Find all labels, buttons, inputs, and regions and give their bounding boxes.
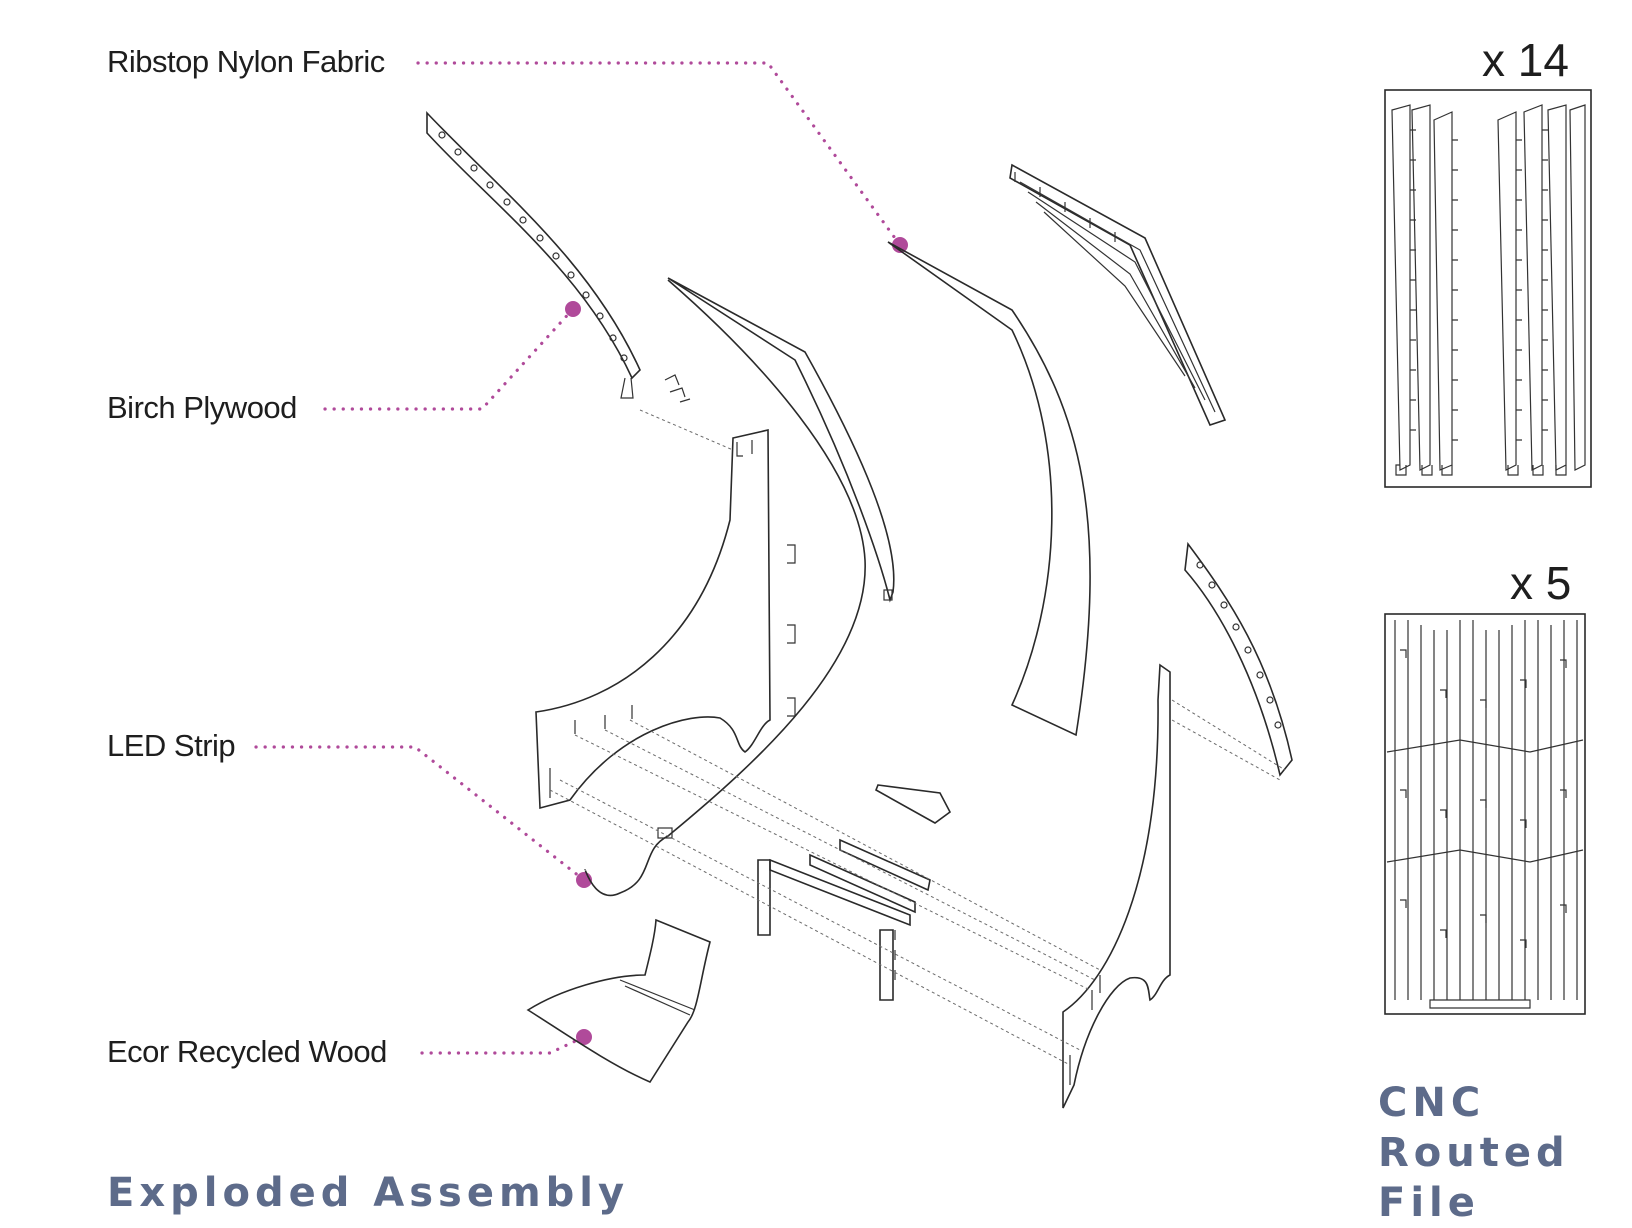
title-cnc-line3: File [1378,1180,1480,1226]
sheet-count-top: x 14 [1482,34,1569,86]
led-strip-cable [584,279,893,897]
title-cnc-line2: Routed [1378,1130,1570,1176]
label-ecor-recycled-wood: Ecor Recycled Wood [107,1034,387,1069]
plywood-rib-top [426,110,691,403]
leader-plywood [323,307,575,411]
leader-ecor [420,1035,586,1055]
label-ribstop-nylon-fabric: Ribstop Nylon Fabric [107,44,385,79]
label-birch-plywood: Birch Plywood [107,390,297,425]
center-frame [757,838,931,1001]
rib-right [1184,541,1293,777]
title-cnc-routed-file: CNC Routed File [1378,1078,1570,1228]
title-exploded-assembly: Exploded Assembly [107,1170,630,1216]
leader-dot-ecor [576,1029,592,1045]
title-cnc-line1: CNC [1378,1080,1486,1126]
fabric-panel-middle [667,277,895,603]
leader-led [254,745,586,882]
small-board [874,784,952,824]
rib-stack-top-right [1009,163,1227,426]
cnc-sheet-bottom [1384,613,1586,1015]
side-panel-right [1062,663,1171,1109]
fabric-panel-right [887,241,1091,737]
side-panel-left [535,428,796,810]
assembly-guide-lines [549,409,1286,1066]
leader-dot-plywood [565,301,581,317]
leader-fabric [416,61,902,247]
sheet-count-bottom: x 5 [1510,557,1572,609]
label-led-strip: LED Strip [107,728,236,763]
cnc-sheet-top [1384,89,1592,488]
leader-dot-fabric [892,237,908,253]
ecor-seat [526,918,711,1084]
leader-lines [254,61,908,1055]
